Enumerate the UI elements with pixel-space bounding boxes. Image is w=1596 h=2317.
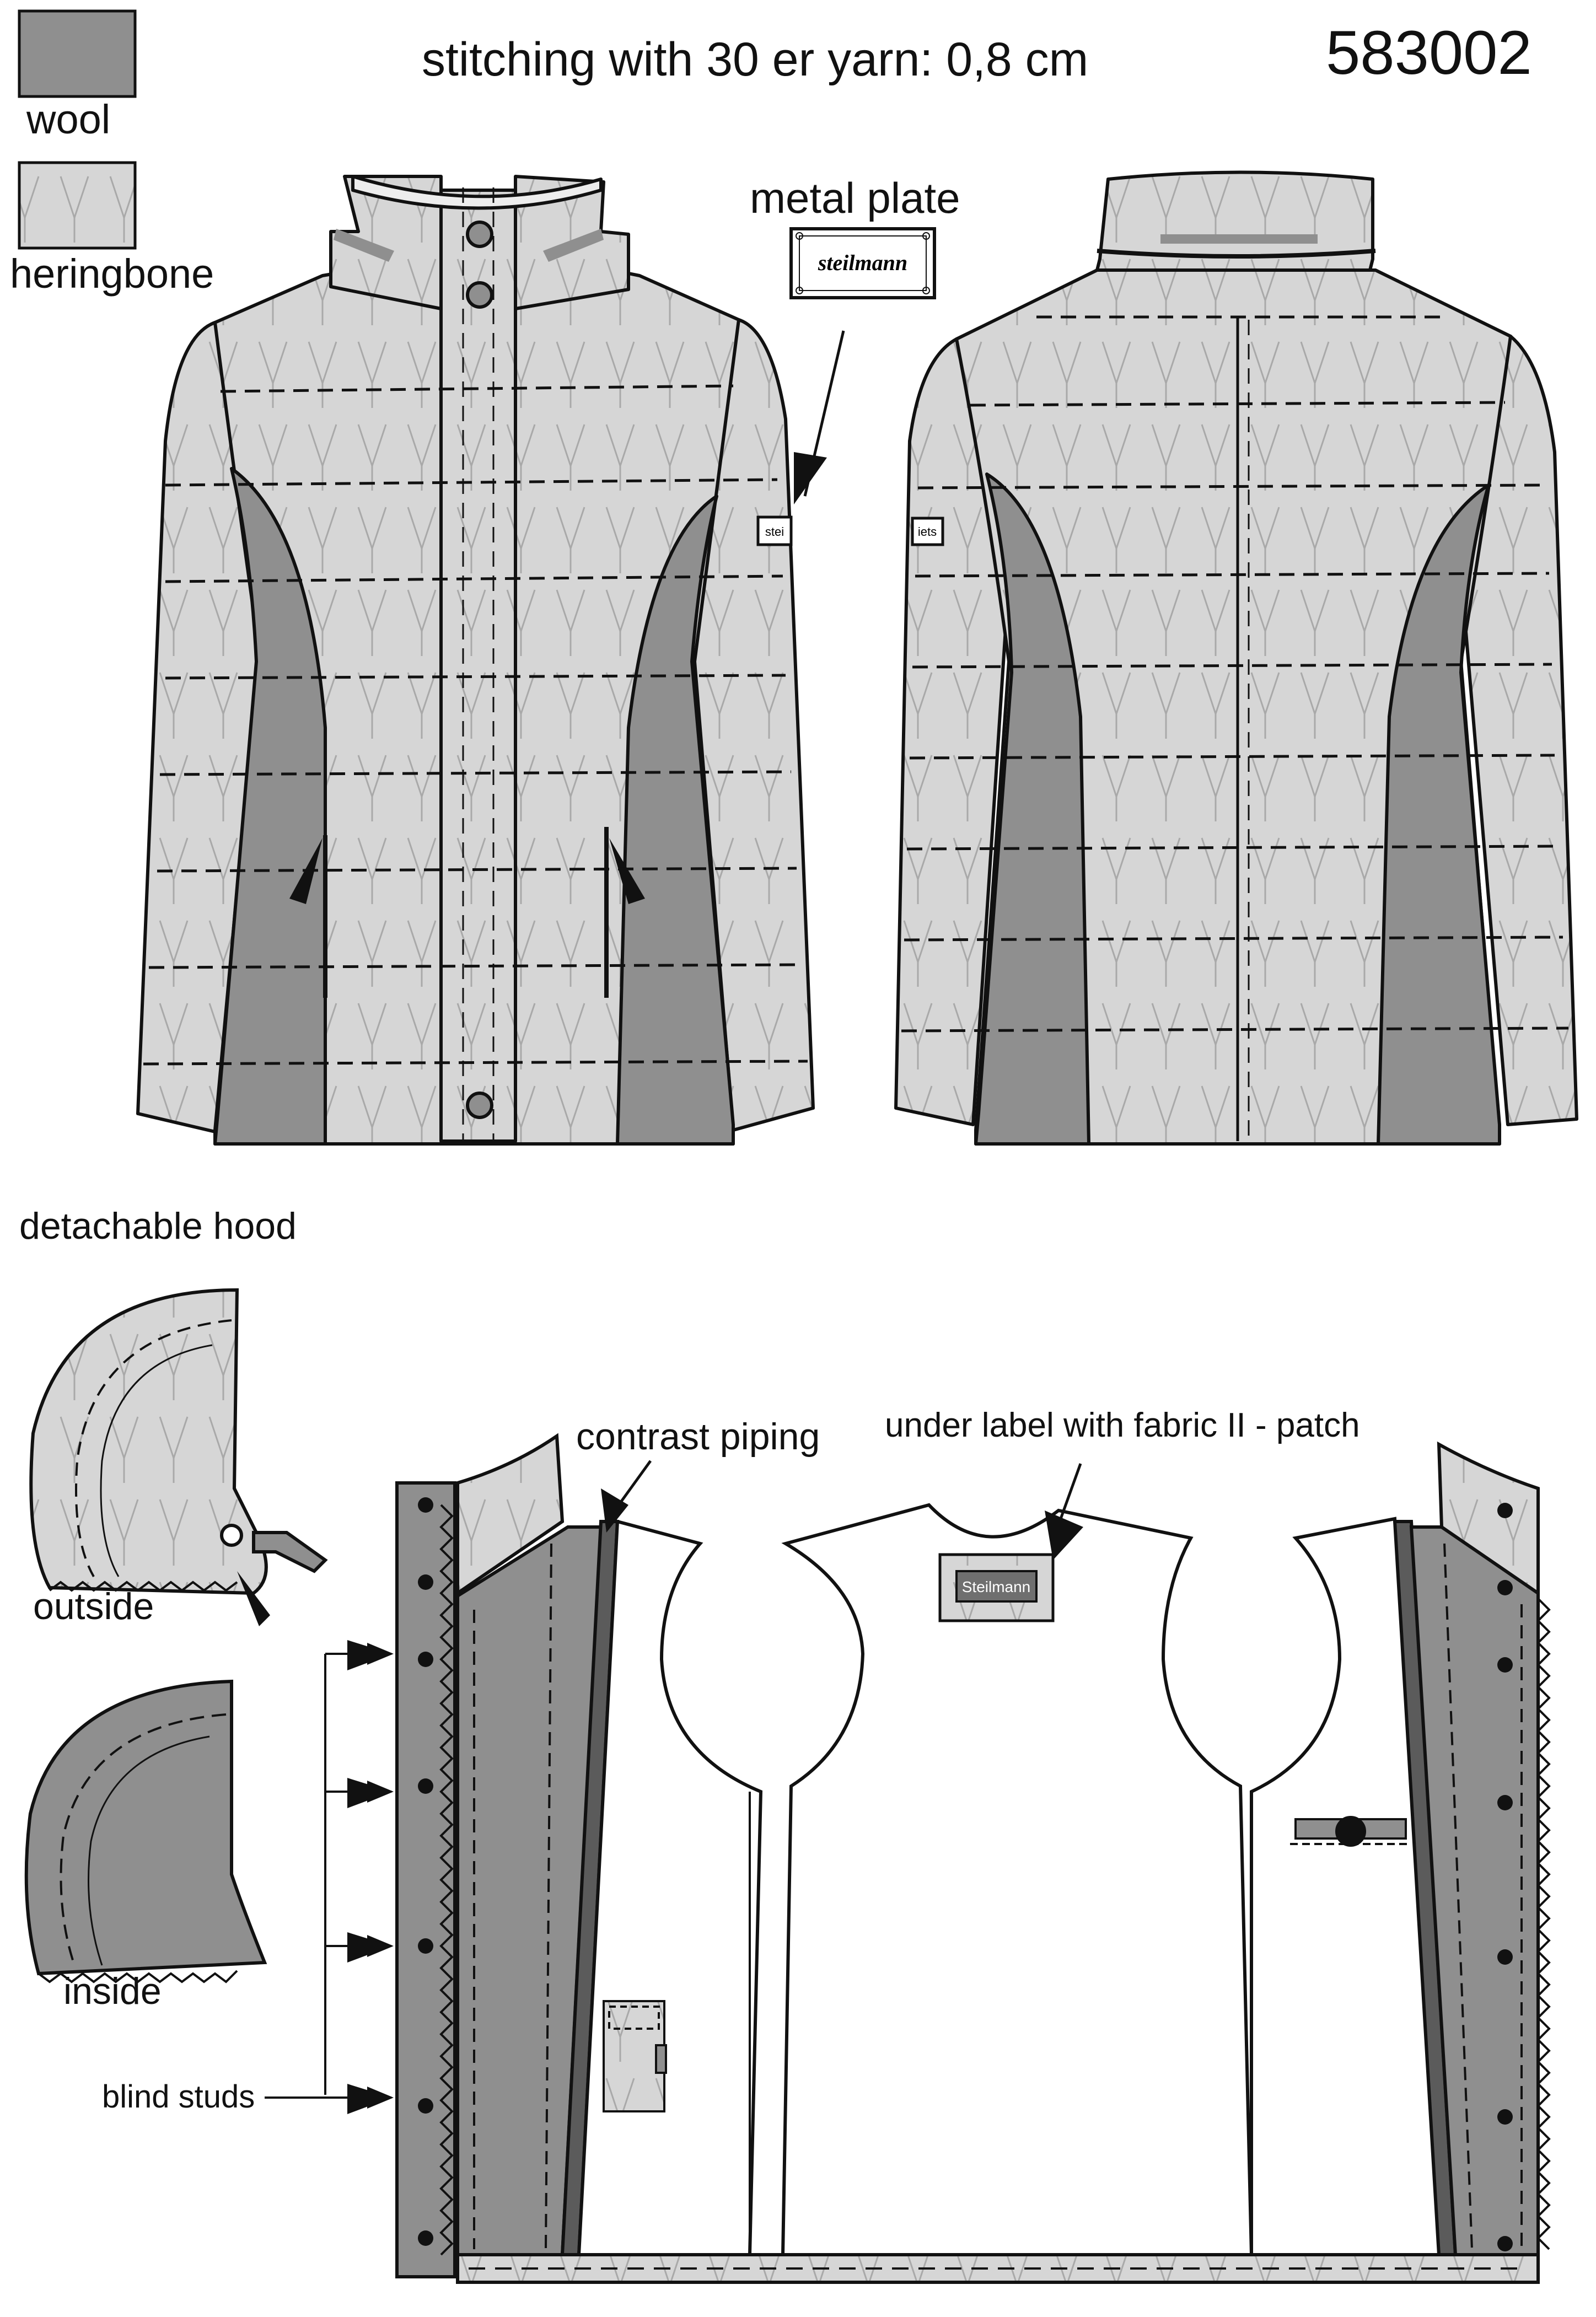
blind-stud (418, 2098, 433, 2114)
front-placket (439, 189, 517, 1143)
placket-snap (466, 221, 493, 248)
pocket-arrow-right (609, 838, 645, 904)
right-zip-teeth (1536, 1598, 1551, 2250)
hood-pointer (237, 1571, 270, 1626)
hood-eyelet (220, 1524, 243, 1547)
detachable-hood-label: detachable hood (19, 1205, 297, 1247)
metal-plate (789, 227, 936, 299)
blind-studs-label: blind studs (102, 2079, 255, 2115)
hood-zipper-teeth (49, 1580, 238, 1592)
hood-inside-zipper-teeth (37, 1970, 238, 1983)
blind-stud (1497, 1949, 1513, 1965)
left-collar-facing (456, 1433, 565, 1596)
front-collar-left (329, 175, 443, 310)
legend-swatch-heringbone (18, 161, 137, 250)
blind-studs-arrowheads (347, 1640, 391, 2114)
blind-stud (418, 1938, 433, 1954)
collar-wool-tab-right (543, 229, 604, 262)
metal-plate-arrowhead (794, 452, 827, 504)
hood-inside-label: inside (63, 1970, 162, 2012)
blind-stud (1497, 1657, 1513, 1673)
under-label-brand: Steilmann (962, 1578, 1031, 1595)
right-collar-facing (1437, 1441, 1540, 1596)
page-title: stitching with 30 er yarn: 0,8 cm (422, 33, 1089, 86)
back-right-wool-panel (1377, 483, 1501, 1146)
hood-toggle (252, 1531, 328, 1573)
blind-studs-callout (265, 1643, 394, 2109)
sleeve-label-back-text: iets (918, 525, 937, 539)
back-quilting (901, 315, 1569, 1141)
jacket-front (136, 175, 815, 1146)
blind-stud (418, 1497, 433, 1513)
plate-screw (796, 232, 803, 240)
inside-pocket-left (603, 2000, 667, 2112)
blind-stud (418, 1652, 433, 1667)
hood-outside-label: outside (33, 1585, 154, 1627)
blind-stud (1497, 1795, 1513, 1810)
back-right-sleeve (1459, 335, 1578, 1126)
inside-pocket-right (1290, 1816, 1411, 1847)
back-lining (781, 1503, 1254, 2256)
hood-inside (24, 1679, 267, 1983)
contrast-piping-arrowhead (601, 1488, 628, 1533)
blind-stud (418, 1574, 433, 1590)
blind-studs (418, 1497, 1513, 2251)
back-collar (1095, 170, 1374, 272)
left-zip-tape (395, 1481, 456, 2278)
placket-snap (466, 281, 493, 309)
blind-stud (1497, 1580, 1513, 1595)
plate-screw (796, 287, 803, 294)
hood-outside (29, 1288, 328, 1626)
back-collar-wool-tab (1160, 234, 1318, 244)
sleeve-label-front-text: stei (765, 525, 784, 539)
collar-wool-tab-left (334, 229, 394, 262)
plate-screw (922, 287, 930, 294)
article-number: 583002 (1326, 18, 1532, 87)
contrast-piping-label: contrast piping (576, 1416, 820, 1458)
blind-stud (1497, 2109, 1513, 2125)
front-quilting (143, 187, 808, 1141)
blind-stud (1497, 2236, 1513, 2251)
right-front-facing (1409, 1525, 1540, 2256)
right-lining-front (1250, 1517, 1444, 2256)
jacket-back (894, 170, 1578, 1146)
pocket-button (1335, 1816, 1366, 1847)
blind-stud (418, 1778, 433, 1794)
metal-plate-inner (799, 235, 927, 291)
front-left-wool-panel (213, 467, 327, 1146)
plate-screw (922, 232, 930, 240)
collar-inner-band (351, 175, 603, 210)
legend-label-heringbone: heringbone (10, 251, 214, 297)
blind-stud (418, 2230, 433, 2246)
placket-snap (466, 1092, 493, 1119)
legend-swatch-wool (18, 9, 137, 98)
lining-stitches (469, 1543, 1527, 2270)
back-collar-stand (1097, 249, 1376, 259)
under-label (955, 1570, 1038, 1603)
front-right-wool-panel (616, 494, 735, 1146)
sleeve-label-back (911, 517, 944, 546)
under-label-arrowhead (1045, 1510, 1083, 1560)
sleeve-label-front (756, 515, 793, 546)
metal-plate-label: metal plate (750, 174, 960, 222)
left-zip-teeth (439, 1504, 454, 2256)
back-left-wool-panel (974, 472, 1090, 1146)
blind-stud (1497, 1503, 1513, 1518)
under-label-text: under label with fabric II - patch (885, 1406, 1360, 1444)
metal-plate-brand: steilmann (818, 250, 907, 275)
legend-label-wool: wool (26, 96, 111, 142)
lining-view (395, 1433, 1551, 2284)
